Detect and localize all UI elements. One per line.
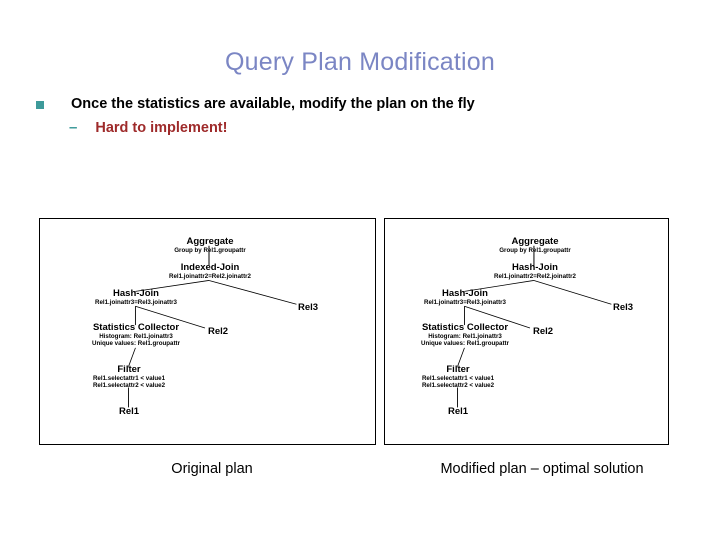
node-aggregate: Aggregate Group by Rel1.groupattr <box>499 236 571 254</box>
node-top-join: Indexed-Join Rel1.joinattr2=Rel2.joinatt… <box>168 262 252 280</box>
bullet-item-level1: Once the statistics are available, modif… <box>36 96 676 112</box>
node-rel2: Rel2 <box>532 326 554 337</box>
node-top-join: Hash-Join Rel1.joinattr2=Rel2.joinattr2 <box>493 262 577 280</box>
node-rel1: Rel1 <box>118 406 140 417</box>
page-title: Query Plan Modification <box>224 48 495 76</box>
bullet-level1-label: Once the statistics are available, modif… <box>71 96 475 112</box>
node-inner-join: Hash-Join Rel1.joinattr3=Rel3.joinattr3 <box>94 288 178 306</box>
node-rel3: Rel3 <box>612 302 634 313</box>
bullet-item-level2: – Hard to implement! <box>69 120 669 136</box>
dash-bullet-icon: – <box>69 119 78 136</box>
bullet-level2-label: Hard to implement! <box>95 120 228 136</box>
node-rel1: Rel1 <box>447 406 469 417</box>
original-plan-edges <box>128 245 297 408</box>
node-filter: Filter Rel1.selectattr1 < value1 Rel1.se… <box>92 364 166 390</box>
node-rel2: Rel2 <box>207 326 229 337</box>
node-statistics-collector: Statistics Collector Histogram: Rel1.joi… <box>420 322 510 348</box>
square-bullet-icon <box>36 101 44 109</box>
modified-plan-caption: Modified plan – optimal solution <box>440 461 644 477</box>
node-aggregate: Aggregate Group by Rel1.groupattr <box>174 236 246 254</box>
node-statistics-collector: Statistics Collector Histogram: Rel1.joi… <box>91 322 181 348</box>
node-rel3: Rel3 <box>297 302 319 313</box>
node-inner-join: Hash-Join Rel1.joinattr3=Rel3.joinattr3 <box>423 288 507 306</box>
original-plan-diagram: Aggregate Group by Rel1.groupattr Indexe… <box>39 218 376 445</box>
node-filter: Filter Rel1.selectattr1 < value1 Rel1.se… <box>421 364 495 390</box>
modified-plan-diagram: Aggregate Group by Rel1.groupattr Hash-J… <box>384 218 669 445</box>
modified-plan-edges <box>457 245 612 408</box>
original-plan-caption: Original plan <box>171 461 253 477</box>
